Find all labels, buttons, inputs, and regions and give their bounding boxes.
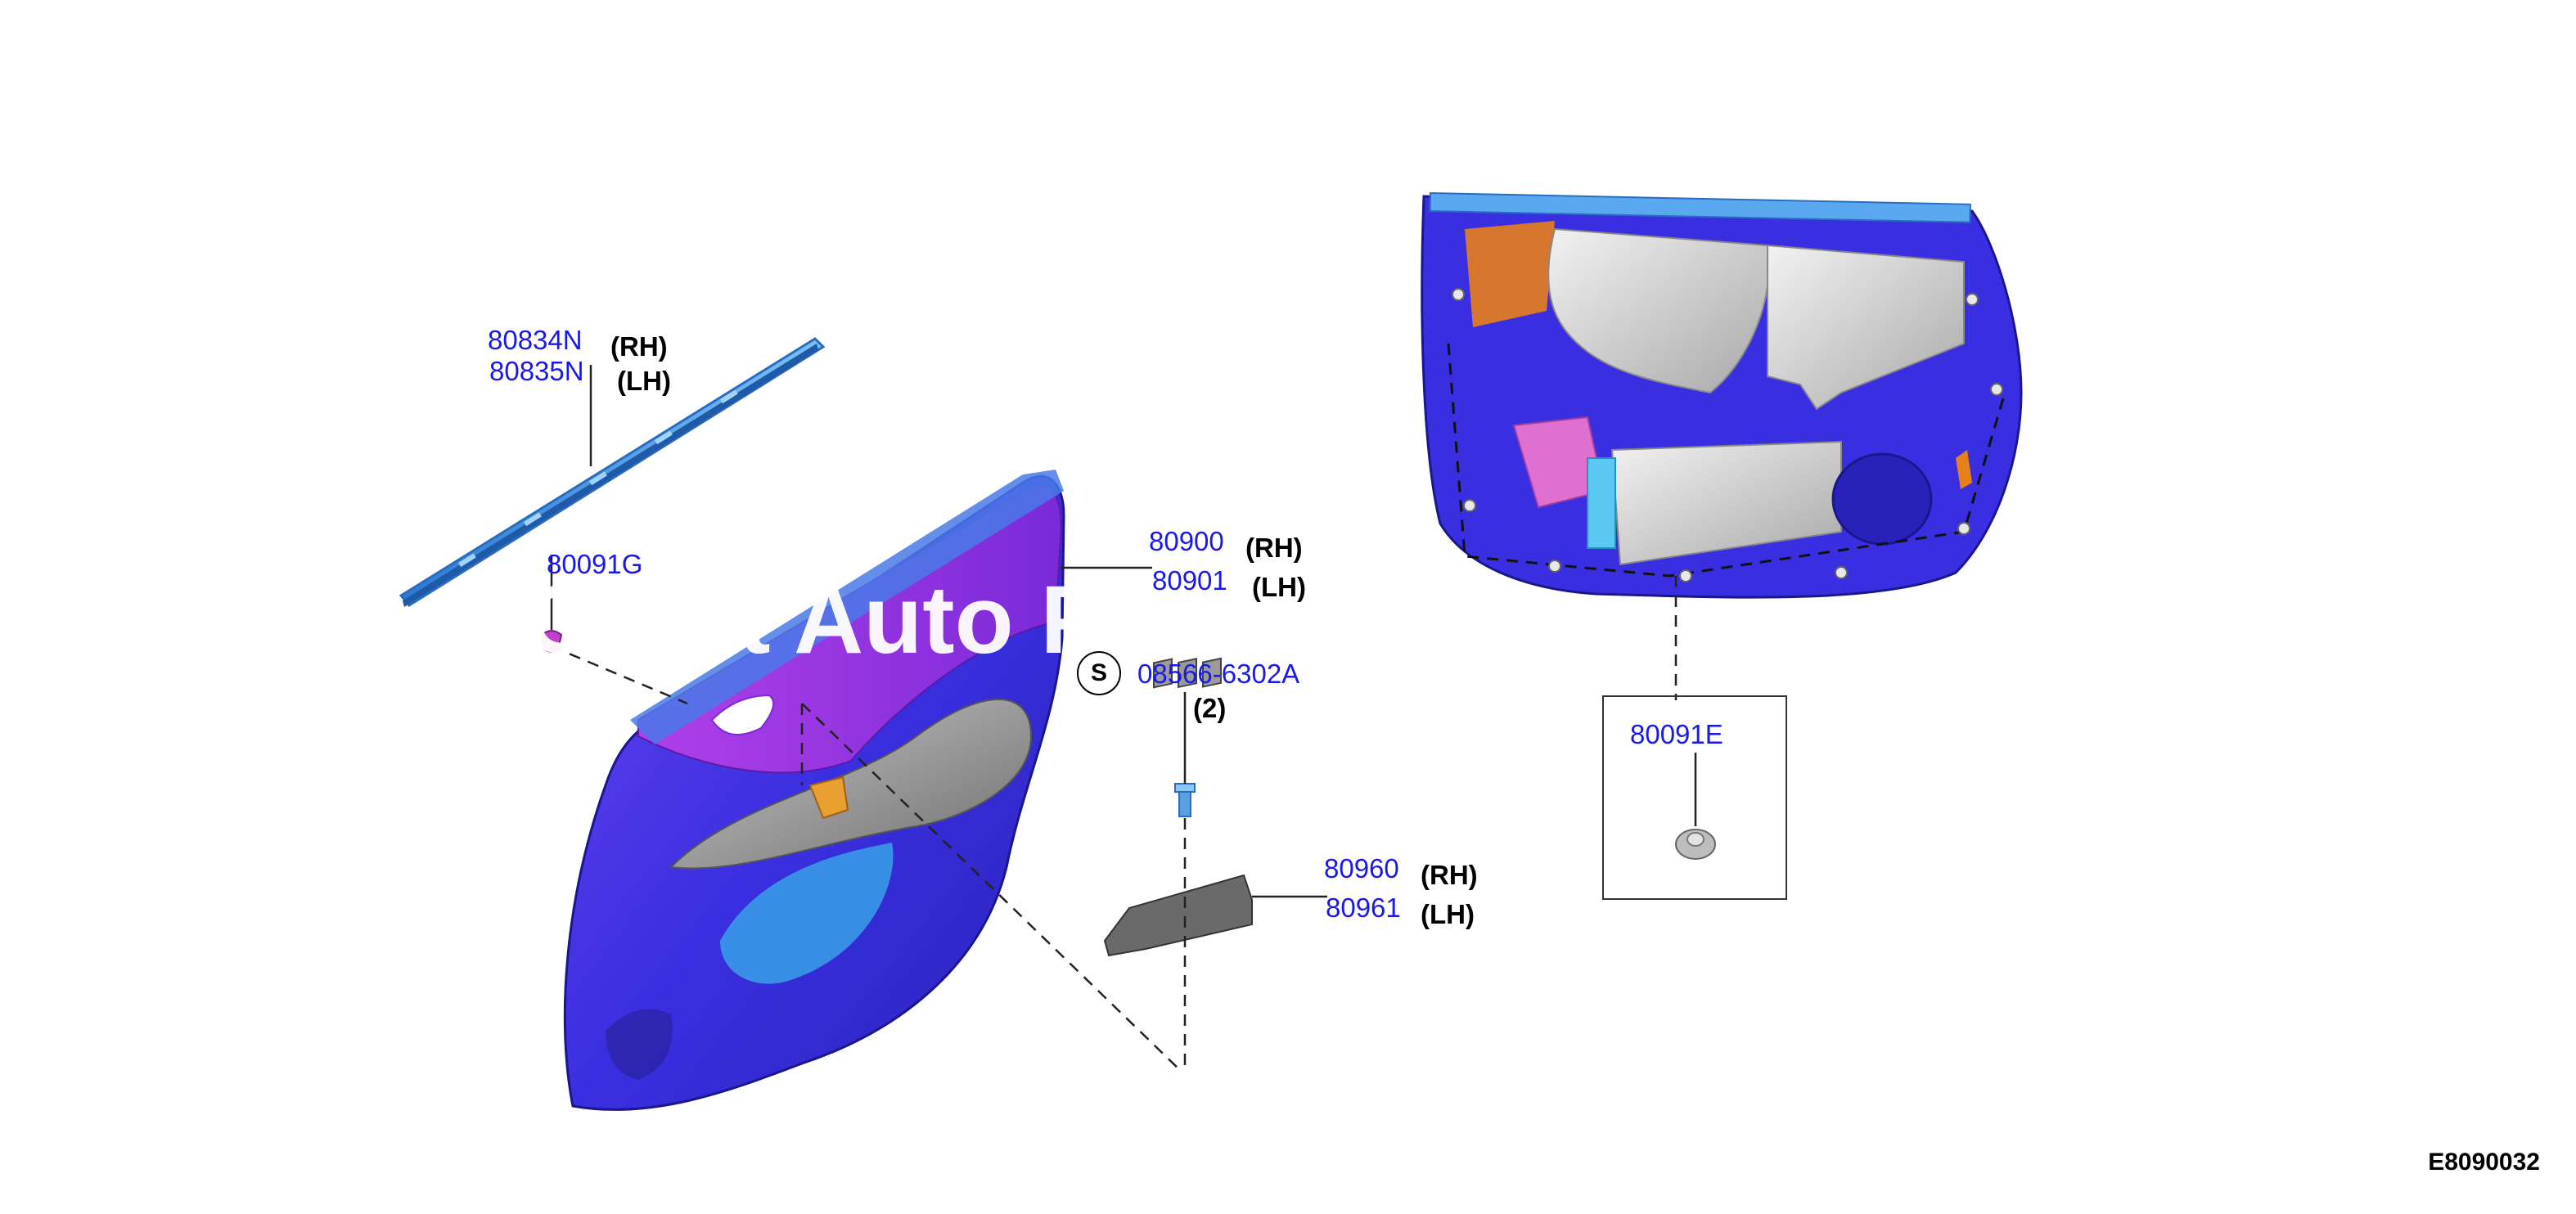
belt-molding-part xyxy=(399,337,826,607)
molding-rh-part-number: 80834N xyxy=(488,325,583,355)
door-trim-panel-part xyxy=(563,470,1065,1111)
panel-lh-side: (LH) xyxy=(1252,572,1306,602)
molding-rh-side: (RH) xyxy=(610,331,668,362)
switch-bezel-lh-side: (LH) xyxy=(1421,899,1475,929)
screw-part xyxy=(1174,783,1196,817)
clip-e-part xyxy=(1675,829,1716,860)
screw-part-number: 08566-6302A xyxy=(1137,659,1300,689)
molding-lh-part-number: 80835N xyxy=(489,356,584,386)
assembly-lines xyxy=(551,576,1678,1072)
clip-e-part-number: 80091E xyxy=(1630,719,1723,749)
screw-quantity: (2) xyxy=(1193,693,1227,723)
standard-part-symbol: S xyxy=(1077,651,1121,695)
door-inner-view-part xyxy=(1421,191,2023,599)
clip-g-part-number: 80091G xyxy=(547,549,643,579)
clip-e-callout-box xyxy=(1602,695,1787,900)
leader-lines xyxy=(550,365,1697,898)
switch-bezel-part xyxy=(1103,657,1253,957)
molding-lh-side: (LH) xyxy=(617,366,671,396)
switch-bezel-lh-part-number: 80961 xyxy=(1326,893,1401,923)
panel-rh-side: (RH) xyxy=(1245,533,1303,563)
panel-rh-part-number: 80900 xyxy=(1149,526,1224,556)
panel-lh-part-number: 80901 xyxy=(1152,565,1227,596)
figure-id: E8090032 xyxy=(2428,1149,2540,1176)
switch-bezel-rh-part-number: 80960 xyxy=(1324,853,1399,884)
watermark: Giant Auto Parts xyxy=(524,566,1282,674)
switch-bezel-rh-side: (RH) xyxy=(1421,860,1478,890)
